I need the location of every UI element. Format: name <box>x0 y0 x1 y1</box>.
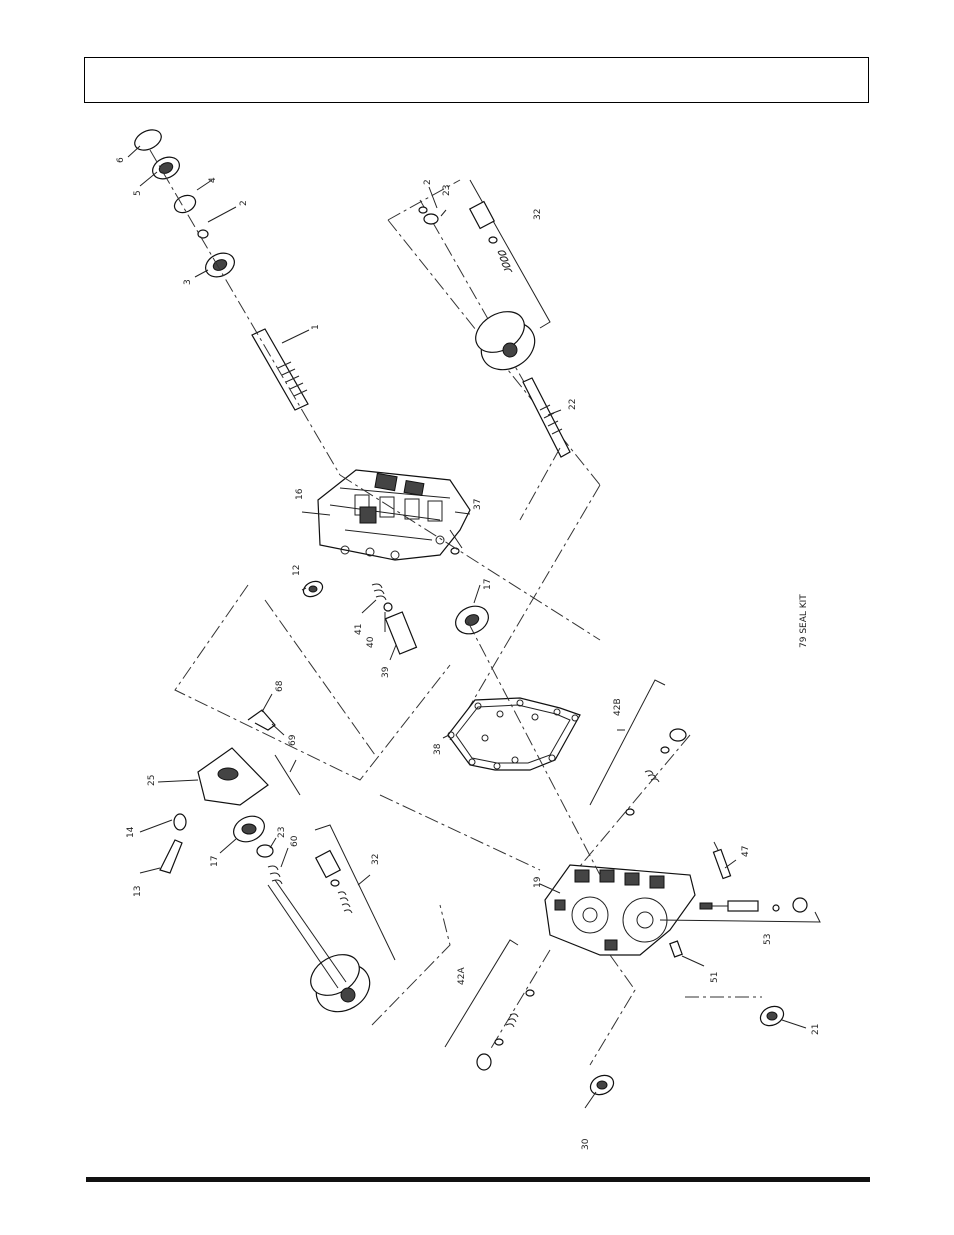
label-42A: 42A <box>457 967 467 985</box>
label-23-top: 23 <box>442 185 452 196</box>
label-17-lower: 17 <box>210 856 220 867</box>
label-42B: 42B <box>613 698 623 716</box>
label-79-seal-kit: 79 SEAL KIT <box>799 594 809 648</box>
part-60-spring <box>268 866 282 884</box>
part-68-bracket <box>248 694 275 730</box>
label-2-right: 2 <box>423 179 433 185</box>
label-22: 22 <box>568 399 578 410</box>
label-41: 41 <box>354 624 364 635</box>
label-47: 47 <box>741 846 751 857</box>
part-40-ball <box>384 603 392 611</box>
part-25-cover-plate <box>198 748 268 805</box>
part-51-pin <box>670 941 682 957</box>
label-69: 69 <box>288 734 298 746</box>
part-22-motor-shaft <box>523 378 570 457</box>
part-21-seal <box>757 1003 786 1029</box>
label-40: 40 <box>366 636 376 648</box>
label-39: 39 <box>381 666 391 678</box>
label-13: 13 <box>133 886 143 897</box>
label-38: 38 <box>433 743 443 755</box>
label-23-lower: 23 <box>277 827 287 838</box>
bottom-rule <box>86 1177 870 1182</box>
label-5: 5 <box>133 190 143 196</box>
label-51: 51 <box>710 972 720 983</box>
part-labels: 6 5 4 2 3 1 2 23 32 22 16 37 12 41 40 39… <box>116 157 821 1150</box>
label-25: 25 <box>147 775 157 786</box>
part-2-o-ring <box>198 230 208 238</box>
part-1-input-shaft <box>252 329 308 410</box>
label-19: 19 <box>533 876 543 888</box>
cylinder-block-upper <box>468 303 543 379</box>
part-38-gasket <box>448 698 580 770</box>
label-30: 30 <box>581 1138 591 1150</box>
label-16: 16 <box>295 488 305 500</box>
label-68: 68 <box>275 680 285 692</box>
label-37: 37 <box>473 499 483 510</box>
part-16-housing <box>318 470 470 560</box>
label-60: 60 <box>290 835 300 847</box>
label-3: 3 <box>183 279 193 285</box>
part-23-washer-right <box>424 214 438 224</box>
part-19-center-section <box>545 865 695 955</box>
part-13-control-arm <box>160 840 182 873</box>
cylinder-block-lower <box>303 946 378 1021</box>
label-2-top: 2 <box>239 200 249 206</box>
label-1: 1 <box>311 324 321 330</box>
label-12: 12 <box>292 565 302 576</box>
label-4: 4 <box>208 177 218 183</box>
part-17-bearing-lower <box>229 811 268 846</box>
label-53: 53 <box>763 934 773 945</box>
part-32-piston-upper <box>470 202 512 272</box>
part-42B-relief-valve <box>626 729 686 815</box>
part-42A-relief-valve <box>477 990 534 1070</box>
label-14: 14 <box>126 826 136 838</box>
part-17-bearing-upper <box>451 601 493 639</box>
part-53-check-valve <box>700 898 807 912</box>
part-39-sleeve <box>386 612 417 654</box>
part-4-washer <box>172 192 199 216</box>
part-47-bolt <box>713 842 730 879</box>
label-17-top: 17 <box>483 579 493 590</box>
label-32-top: 32 <box>533 209 543 220</box>
part-3-bearing <box>202 249 238 282</box>
part-37-pin <box>451 548 459 554</box>
label-32-lower: 32 <box>371 854 381 865</box>
label-6: 6 <box>116 157 126 163</box>
part-30-seal <box>587 1072 616 1098</box>
part-2-o-ring-right <box>419 207 427 213</box>
part-69-rod <box>275 755 300 795</box>
label-21: 21 <box>811 1024 821 1035</box>
part-41-spring <box>372 584 386 600</box>
part-14-bushing <box>174 814 186 830</box>
